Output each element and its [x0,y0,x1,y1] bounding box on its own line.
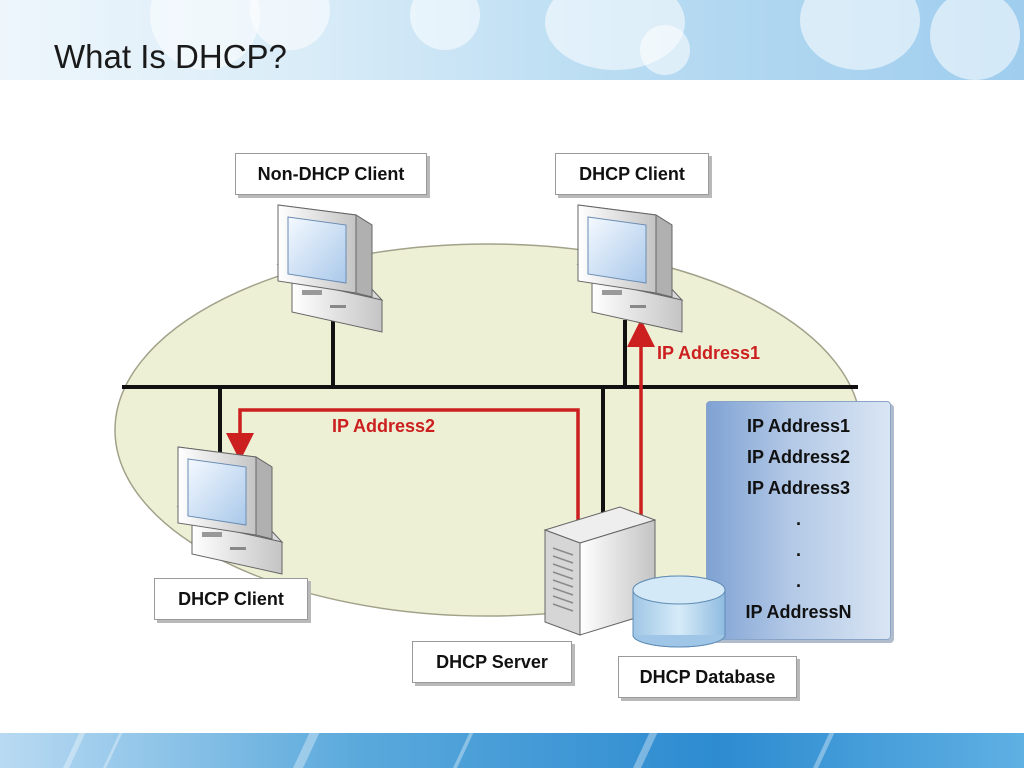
server-icon [543,506,657,636]
header-banner: What Is DHCP? [0,0,1024,80]
database-cylinder-icon [632,575,726,648]
footer-banner [0,733,1024,768]
non-dhcp-client-label: Non-DHCP Client [235,153,427,195]
computer-icon [276,204,384,333]
dhcp-client-top-label: DHCP Client [555,153,709,195]
db-ellipsis: . [795,540,801,560]
dhcp-client-bottom-label: DHCP Client [154,578,308,620]
dhcp-database-label: DHCP Database [618,656,797,698]
network-bus [122,320,858,520]
db-ellipsis: . [795,571,801,591]
computer-icon [176,446,284,575]
ip-address2-arrow [226,408,580,520]
computer-icon [576,204,684,333]
db-entry: IP AddressN [745,602,852,622]
database-address-panel: IP Address1 IP Address2 IP Address3 . . … [706,401,891,640]
db-ellipsis: . [795,509,801,529]
db-entry: IP Address1 [746,416,851,436]
dhcp-server-label: DHCP Server [412,641,572,683]
ip-address2-flow-label: IP Address2 [332,416,436,436]
db-entry: IP Address2 [746,447,851,467]
page-title: What Is DHCP? [54,38,287,75]
db-entry: IP Address3 [746,478,851,498]
ip-address1-flow-label: IP Address1 [657,343,761,363]
